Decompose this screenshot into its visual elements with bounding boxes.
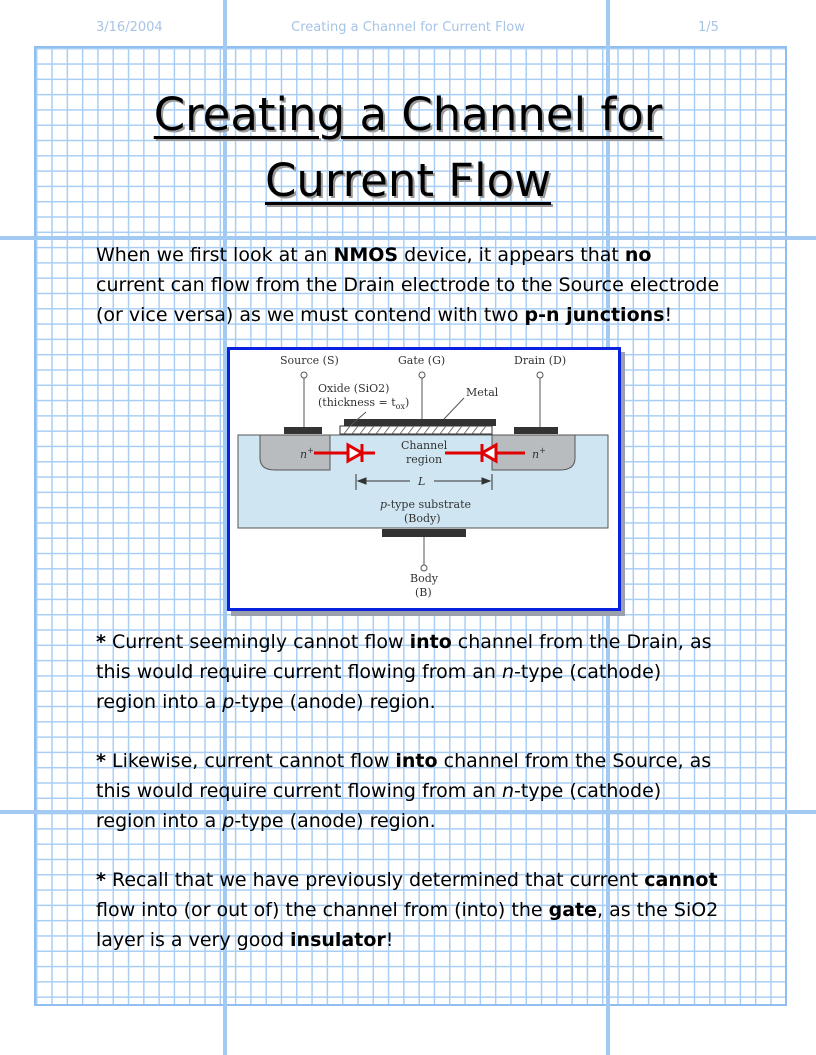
title-line-2: Current Flow bbox=[264, 154, 552, 207]
bullet-italic: p bbox=[222, 690, 235, 713]
n-plus-right-label: n+ bbox=[532, 446, 546, 461]
bullet-bold: into bbox=[409, 631, 452, 653]
body-label: Body bbox=[410, 572, 439, 585]
source-label: Source (S) bbox=[280, 354, 339, 367]
bullet-text: Likewise, current cannot flow bbox=[105, 750, 396, 772]
intro-paragraph: When we first look at an NMOS device, it… bbox=[96, 241, 726, 330]
bullet-bold: cannot bbox=[644, 869, 718, 891]
page-title: Creating a Channel for Current Flow bbox=[0, 82, 816, 214]
n-plus-drain-region bbox=[491, 434, 576, 471]
bullet-star: * bbox=[96, 631, 106, 653]
bullet-text: , as the SiO2 layer is a very good bbox=[96, 898, 719, 951]
bullet-text: Recall that we have previously determine… bbox=[105, 869, 645, 891]
bullet-bold: insulator bbox=[290, 928, 386, 951]
intro-bold: no bbox=[624, 244, 652, 266]
bullet-italic: p bbox=[222, 809, 235, 832]
bullet-star: * bbox=[96, 750, 106, 772]
bullet-italic: n bbox=[502, 779, 515, 802]
drain-contact bbox=[514, 427, 558, 434]
bullet-text: -type (cathode) region into a bbox=[96, 660, 662, 713]
nmos-diagram-figure: Source (S) Gate (G) Drain (D) Oxide (SiO… bbox=[227, 347, 621, 611]
bullet-text: -type (anode) region. bbox=[234, 690, 436, 713]
intro-text: ! bbox=[664, 303, 673, 326]
substrate-body-label: (Body) bbox=[404, 512, 441, 525]
bullet-text: -type (anode) region. bbox=[234, 809, 436, 832]
bullet-text: Current seemingly cannot flow bbox=[105, 631, 410, 653]
bullet-paragraph-3: * Recall that we have previously determi… bbox=[96, 866, 726, 955]
thickness-label: (thickness = tox) bbox=[318, 396, 409, 411]
length-dimension bbox=[355, 474, 493, 490]
body-contact bbox=[382, 529, 466, 537]
terminal-leads bbox=[300, 371, 544, 572]
intro-text: current can flow from the Drain electrod… bbox=[96, 273, 720, 326]
oxide-label: Oxide (SiO2) bbox=[318, 382, 389, 395]
grid-major-line bbox=[223, 0, 227, 1055]
channel-label: Channel bbox=[401, 439, 448, 452]
bullet-text: -type (cathode) region into a bbox=[96, 779, 662, 832]
source-contact bbox=[284, 427, 322, 434]
bullet-text: ! bbox=[385, 928, 394, 951]
bullet-paragraph-2: * Likewise, current cannot flow into cha… bbox=[96, 747, 726, 836]
header-date: 3/16/2004 bbox=[96, 20, 163, 35]
bullet-paragraph-1: * Current seemingly cannot flow into cha… bbox=[96, 628, 726, 717]
intro-text: device, it appears that bbox=[398, 244, 625, 266]
bullet-bold: into bbox=[395, 750, 438, 772]
bullet-text: channel from the Drain, as this would re… bbox=[96, 631, 712, 683]
bullet-star: * bbox=[96, 869, 106, 891]
gate-label: Gate (G) bbox=[398, 354, 445, 367]
length-label: L bbox=[417, 475, 425, 488]
header-page-number: 1/5 bbox=[698, 20, 719, 35]
grid-major-line bbox=[0, 810, 816, 814]
substrate-label: p-type substrate bbox=[380, 498, 471, 511]
drain-label: Drain (D) bbox=[514, 354, 566, 367]
body-terminal-label: (B) bbox=[415, 586, 432, 599]
header-title: Creating a Channel for Current Flow bbox=[291, 20, 525, 35]
n-plus-source-region bbox=[259, 434, 331, 471]
intro-bold: p-n junctions bbox=[524, 303, 665, 326]
n-plus-left-label: n+ bbox=[300, 446, 314, 461]
region-label: region bbox=[406, 453, 442, 466]
bullet-bold: gate bbox=[548, 898, 597, 921]
bullet-text: channel from the Source, as this would r… bbox=[96, 750, 712, 802]
intro-text: When we first look at an bbox=[96, 244, 334, 266]
intro-bold: NMOS bbox=[333, 244, 399, 266]
pn-junction-diodes bbox=[314, 442, 525, 464]
metal-label: Metal bbox=[466, 386, 499, 399]
bullet-italic: n bbox=[502, 660, 515, 683]
metal-gate bbox=[344, 419, 496, 426]
grid-major-line bbox=[0, 236, 816, 240]
oxide-hatch bbox=[343, 425, 487, 435]
page-header: 3/16/2004 Creating a Channel for Current… bbox=[0, 20, 816, 38]
nmos-cross-section: Source (S) Gate (G) Drain (D) Oxide (SiO… bbox=[237, 354, 609, 599]
bullet-text: flow into (or out of) the channel from (… bbox=[96, 898, 549, 921]
title-line-1: Creating a Channel for bbox=[153, 88, 663, 141]
